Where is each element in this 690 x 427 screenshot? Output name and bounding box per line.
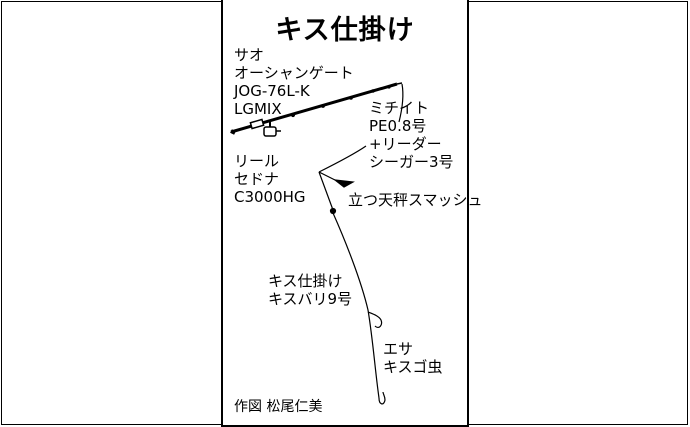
reel-label: リール セドナ C3000HG	[234, 152, 306, 206]
rod-label: サオ オーシャンゲート JOG-76L-K LGMIX	[234, 46, 354, 118]
sinker-label: 立つ天秤スマッシュ	[348, 191, 483, 209]
reel-illustration	[263, 121, 281, 137]
bait-label-line-1: エサ	[383, 340, 414, 358]
tackle-diagram	[230, 82, 404, 405]
rig-label-line-2: キスバリ9号	[268, 290, 353, 308]
line-label-line-1: ミチイト	[369, 99, 430, 117]
line-label-line-2: PE0.8号	[369, 117, 427, 135]
credit: 作図 松尾仁美	[234, 398, 322, 416]
main-line	[318, 83, 404, 173]
sinker-illustration	[318, 171, 355, 215]
credit-text: 作図 松尾仁美	[234, 399, 323, 415]
reel-label-line-1: リール	[234, 152, 280, 170]
reel-label-line-3: C3000HG	[234, 188, 306, 206]
line-label-line-4: シーガー3号	[369, 153, 454, 171]
line-label: ミチイト PE0.8号 +リーダー シーガー3号	[369, 99, 454, 171]
rod-illustration	[230, 82, 403, 135]
sinker-label-text: 立つ天秤スマッシュ	[348, 191, 483, 209]
bait-label-line-2: キスゴ虫	[383, 358, 443, 376]
rod-label-line-3: JOG-76L-K	[234, 82, 310, 100]
bait-label: エサ キスゴ虫	[383, 340, 443, 376]
diagram-title: キス仕掛け	[275, 15, 415, 46]
rig-label: キス仕掛け キスバリ9号	[268, 272, 352, 308]
diagram-panel: キス仕掛け サオ オーシャンゲート JOG-76L-K LGMIX ミチイト P…	[221, 0, 483, 427]
rod-label-line-4: LGMIX	[234, 100, 282, 118]
rod-label-line-1: サオ	[234, 46, 265, 64]
rig-label-line-1: キス仕掛け	[268, 272, 343, 290]
reel-label-line-2: セドナ	[234, 170, 280, 188]
rig-line	[332, 212, 386, 405]
rod-label-line-2: オーシャンゲート	[234, 64, 354, 82]
line-label-line-3: +リーダー	[369, 135, 442, 153]
